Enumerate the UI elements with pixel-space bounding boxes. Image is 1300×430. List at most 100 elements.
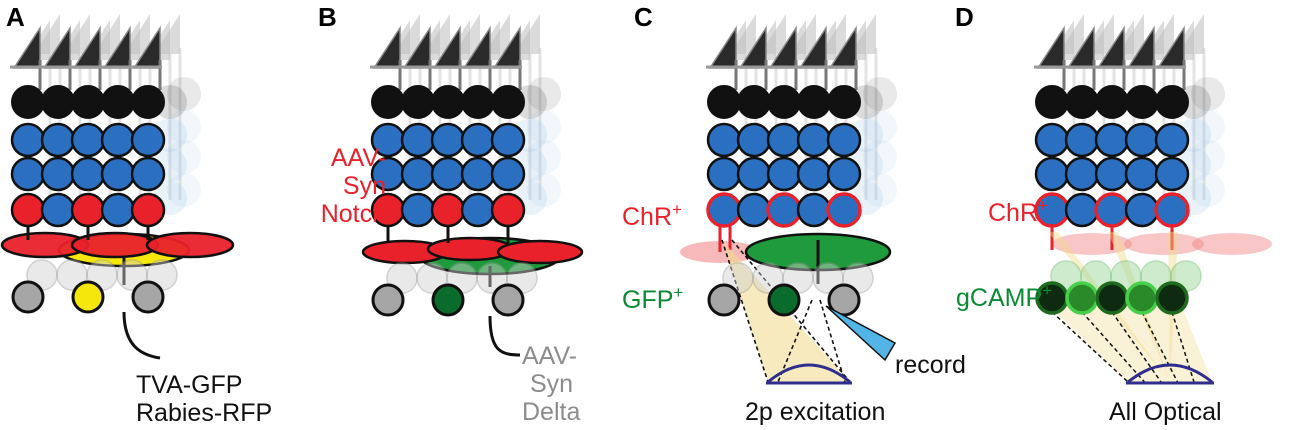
neuron-red <box>430 192 466 228</box>
red-dendrite-disc <box>70 231 160 259</box>
neuron-blue <box>40 122 76 158</box>
interneuron-black <box>41 85 75 119</box>
interneuron-black <box>401 85 435 119</box>
neuron-blue <box>100 192 136 228</box>
neuron-blue <box>490 156 526 192</box>
interneuron-black <box>707 85 741 119</box>
neuron-blue <box>430 156 466 192</box>
lower-cell-grey <box>491 283 525 317</box>
interneuron-black <box>737 85 771 119</box>
neuron-blue <box>706 122 742 158</box>
neuron-blue <box>1064 192 1100 228</box>
gfp-cell <box>767 283 801 317</box>
neuron-blue <box>766 156 802 192</box>
beam-edge <box>1111 311 1162 383</box>
panel-c-bottom-label: 2p excitation <box>745 398 885 426</box>
panel-b-side-line-1: AAV- <box>331 144 386 172</box>
beam-edge <box>1051 311 1129 383</box>
neuron-blue <box>400 156 436 192</box>
interneuron-black <box>827 85 861 119</box>
panel-b-side-line-3: Notch <box>321 200 386 228</box>
ghost-cell <box>1191 110 1225 144</box>
neuron-blue <box>1034 122 1070 158</box>
beam-edge <box>1141 311 1179 383</box>
pyramidal-cell <box>708 25 737 69</box>
neuron-blue <box>400 192 436 228</box>
gcamp-cell <box>1125 281 1159 315</box>
panel-d-bottom-label: All Optical <box>1109 398 1222 426</box>
neuron-chr-outlined <box>706 192 742 228</box>
neuron-blue <box>736 192 772 228</box>
panel-letter-c: C <box>634 2 653 32</box>
neuron-blue <box>490 122 526 158</box>
target-cell-green <box>431 283 465 317</box>
panel-c-record-label: record <box>895 351 966 379</box>
interneuron-black <box>767 85 801 119</box>
neuron-blue <box>100 122 136 158</box>
interneuron-black <box>1125 85 1159 119</box>
panel-b-bottom-line-3: Delta <box>522 398 580 426</box>
neuron-chr-outlined <box>1094 192 1130 228</box>
ghost-cell <box>863 77 897 111</box>
neuron-chr-outlined <box>1154 192 1190 228</box>
objective-lens <box>1127 363 1213 384</box>
ghost-cell <box>167 140 201 174</box>
beam-edge <box>721 239 769 383</box>
panel-b-bottom-line-1: AAV- <box>522 342 577 370</box>
panel-letter-a: A <box>6 2 25 32</box>
interneuron-black <box>491 85 525 119</box>
lower-cell-grey <box>131 280 165 314</box>
neuron-blue <box>1064 156 1100 192</box>
red-dendrite-disc <box>145 231 235 259</box>
panel-c <box>680 14 897 385</box>
lower-cell-grey <box>707 283 741 317</box>
neuron-chr-outlined <box>766 192 802 228</box>
chr-halo <box>1124 233 1204 255</box>
neuron-chr-outlined <box>826 192 862 228</box>
interneuron-black <box>797 85 831 119</box>
neuron-blue <box>1094 122 1130 158</box>
neuron-red <box>130 192 166 228</box>
panel-d <box>1034 14 1272 385</box>
lower-cell-grey <box>11 280 45 314</box>
ghost-lower-cell <box>116 259 148 291</box>
neuron-blue <box>736 156 772 192</box>
interneuron-black <box>1155 85 1189 119</box>
ghost-cell <box>167 173 201 207</box>
interneuron-black <box>101 85 135 119</box>
lower-cell-grey <box>371 283 405 317</box>
neuron-blue <box>10 156 46 192</box>
beam-edge <box>1171 311 1195 383</box>
neuron-blue <box>430 122 466 158</box>
ghost-cell <box>527 140 561 174</box>
panel-b-side-line-2: Syn <box>343 172 386 200</box>
panel-d-chr-label: ChR+ <box>988 196 1048 227</box>
interneuron-black <box>11 85 45 119</box>
ghost-cell <box>527 110 561 144</box>
ghost-lower-cell <box>812 262 844 294</box>
panel-c-chr-label: ChR+ <box>622 200 682 231</box>
gcamp-cell <box>1095 281 1129 315</box>
neuron-blue <box>1124 156 1160 192</box>
ghost-cell <box>1191 173 1225 207</box>
panel-c-gfp-label: GFP+ <box>622 283 683 314</box>
neuron-blue <box>70 156 106 192</box>
neuron-blue <box>130 122 166 158</box>
neuron-blue <box>10 122 46 158</box>
neuron-blue <box>1124 122 1160 158</box>
neuron-blue <box>1064 122 1100 158</box>
label-leader <box>122 311 161 360</box>
neuron-blue <box>796 156 832 192</box>
neuron-blue <box>1094 156 1130 192</box>
ghost-lower-cell <box>416 262 448 294</box>
panel-a-label-line-1: TVA-GFP <box>136 371 242 399</box>
gcamp-cell <box>1155 281 1189 315</box>
neuron-blue <box>460 122 496 158</box>
interneuron-black <box>131 85 165 119</box>
pyramidal-cell <box>1036 25 1065 69</box>
neuron-blue <box>400 122 436 158</box>
neuron-blue <box>70 122 106 158</box>
interneuron-black <box>1035 85 1069 119</box>
